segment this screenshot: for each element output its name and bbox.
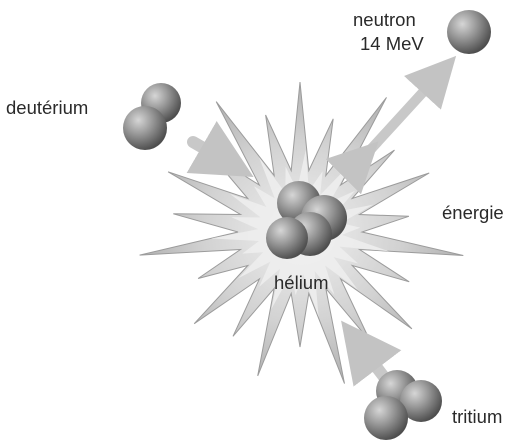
tritium-arrow <box>341 320 402 387</box>
tritium-label: tritium <box>452 406 502 427</box>
neutron-label-line1: neutron <box>353 9 416 30</box>
neutron-arrow <box>325 55 457 195</box>
tritium-particle <box>364 370 442 440</box>
helium-nucleus <box>266 181 347 259</box>
neutron-energy-label: 14 MeV <box>360 33 424 54</box>
deuterium-particle <box>123 83 181 150</box>
deuterium-label: deutérium <box>6 97 88 118</box>
neutron-particle <box>447 10 491 54</box>
helium-label: hélium <box>274 272 329 293</box>
energy-label: énergie <box>442 202 504 223</box>
deuterium-arrow <box>186 121 254 178</box>
